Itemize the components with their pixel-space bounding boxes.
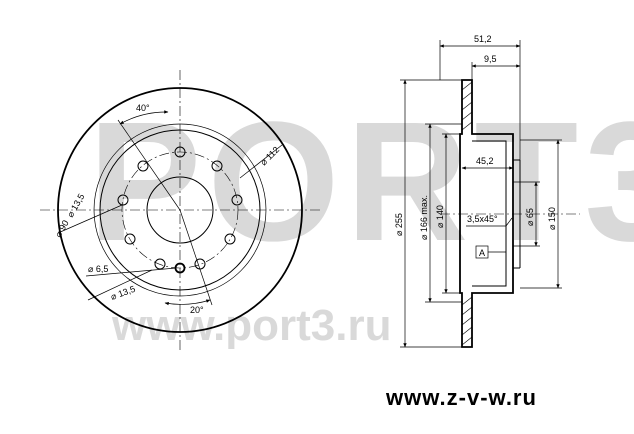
d13-5-lower-leader xyxy=(87,269,153,301)
d13-5-top-label: ⌀ 13,5 xyxy=(65,192,86,219)
dim-150-label: ⌀ 150 xyxy=(547,207,557,230)
d6-5-label: ⌀ 6,5 xyxy=(88,264,108,274)
angle-40-label: 40° xyxy=(136,103,150,113)
dim-9-5-label: 9,5 xyxy=(484,54,497,64)
angle-20-arc xyxy=(164,299,211,306)
bolt-hole xyxy=(224,233,236,245)
d90-leader xyxy=(57,204,123,234)
angle-40-leg xyxy=(117,119,181,211)
dim-45-2-label: 45,2 xyxy=(476,156,494,166)
bolt-hole xyxy=(137,160,149,172)
bolt-hole xyxy=(211,160,223,172)
angle-20-leg xyxy=(179,209,213,306)
chamfer-label: 3,5x45° xyxy=(467,214,498,224)
dim-51-2-label: 51,2 xyxy=(474,34,492,44)
d13-5-lower-label: ⌀ 13,5 xyxy=(109,284,136,302)
section-hatching xyxy=(461,81,473,346)
bolt-hole xyxy=(124,233,136,245)
front-view: 40° 20° ⌀ 112 ⌀ 90 ⌀ 13,5 ⌀ 6,5 ⌀ 13,5 xyxy=(40,70,320,350)
watermark-big: PORT3 xyxy=(88,87,634,277)
bolt-hole xyxy=(231,194,243,206)
datum-label: A xyxy=(479,248,485,258)
dim-65-label: ⌀ 65 xyxy=(525,208,535,226)
dim-166-label: ⌀ 166 max. xyxy=(419,195,429,240)
bolt-hole xyxy=(154,258,166,270)
angle-20-label: 20° xyxy=(190,305,204,315)
d6-5-leader xyxy=(85,267,177,277)
bolt-hole xyxy=(174,146,186,158)
chamfer-leader-tip xyxy=(505,217,513,227)
hat-inner-outline xyxy=(472,140,507,287)
center-bore xyxy=(146,176,214,244)
watermark: PORT3 www.port3.ru xyxy=(88,87,634,350)
angle-40-arc xyxy=(119,110,169,125)
bolt-hole xyxy=(117,194,129,206)
bolt-holes xyxy=(117,146,243,274)
dim-255-label: ⌀ 255 xyxy=(394,213,404,236)
dim-140-label: ⌀ 140 xyxy=(435,205,445,228)
section-view: 51,2 9,5 45,2 ⌀ 255 ⌀ 166 max. ⌀ 140 ⌀ 6… xyxy=(394,34,580,348)
website-url: www.z-v-w.ru xyxy=(386,385,537,410)
d112-leader xyxy=(239,144,283,179)
